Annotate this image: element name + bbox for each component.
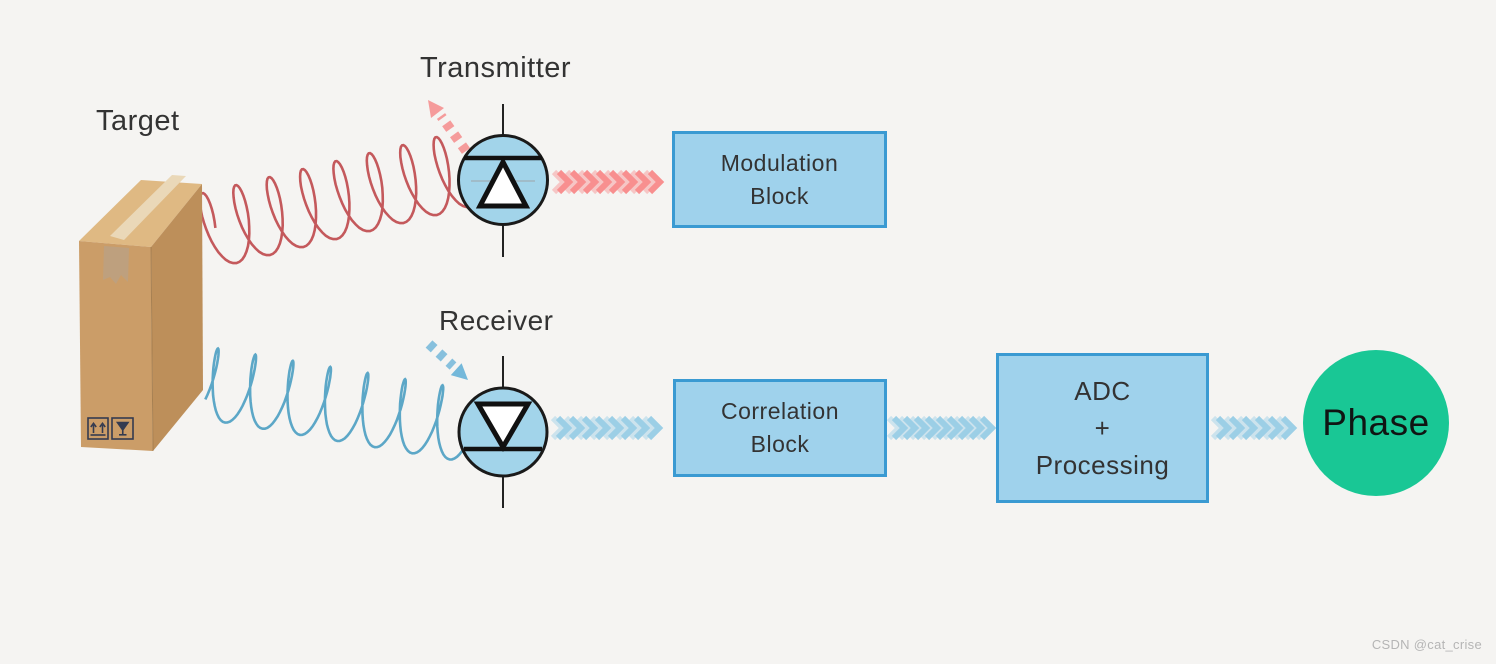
chevron-arrow-adc-to-phase (1210, 415, 1298, 441)
modulation-block-line1: Modulation (720, 149, 839, 176)
modulation-block: Modulation Block (672, 131, 887, 228)
box-front-face (79, 241, 153, 451)
correlation-block-line1: Correlation (721, 398, 839, 424)
dashed-arrow-down-right (425, 340, 468, 380)
dashed-arrow-up-left (428, 100, 471, 154)
fragile-glass-icon (111, 417, 134, 440)
rx-signal-wave (204, 346, 469, 461)
target-label: Target (96, 105, 180, 137)
cardboard-box (79, 175, 203, 452)
adc-processing-block: ADC + Processing (996, 353, 1209, 503)
chevron-arrow-tx-to-modulation (551, 169, 665, 195)
box-tape-flap (103, 246, 129, 284)
watermark: CSDN @cat_crise (1371, 637, 1482, 652)
phase-label: Phase (1322, 402, 1430, 443)
adc-block-line2: + (1094, 412, 1111, 443)
box-tape-stripe (110, 175, 186, 240)
chevron-arrow-rx-to-correlation (550, 415, 664, 441)
receiver-label: Receiver (439, 305, 554, 336)
chevron-arrow-correlation-to-adc (886, 415, 997, 441)
box-side-face (151, 184, 203, 451)
adc-block-line1: ADC (1074, 375, 1131, 406)
correlation-block: Correlation Block (673, 379, 887, 477)
laser-diode-icon (457, 104, 549, 257)
modulation-block-line2: Block (750, 182, 809, 209)
adc-block-line3: Processing (1035, 449, 1170, 480)
photodiode-icon (457, 356, 549, 508)
tx-signal-wave (198, 135, 485, 265)
this-side-up-icon (87, 417, 109, 440)
correlation-block-line2: Block (750, 431, 810, 457)
transmitter-label: Transmitter (420, 52, 572, 84)
phase-output-node: Phase (1303, 350, 1449, 496)
box-edge-line (150, 246, 154, 452)
